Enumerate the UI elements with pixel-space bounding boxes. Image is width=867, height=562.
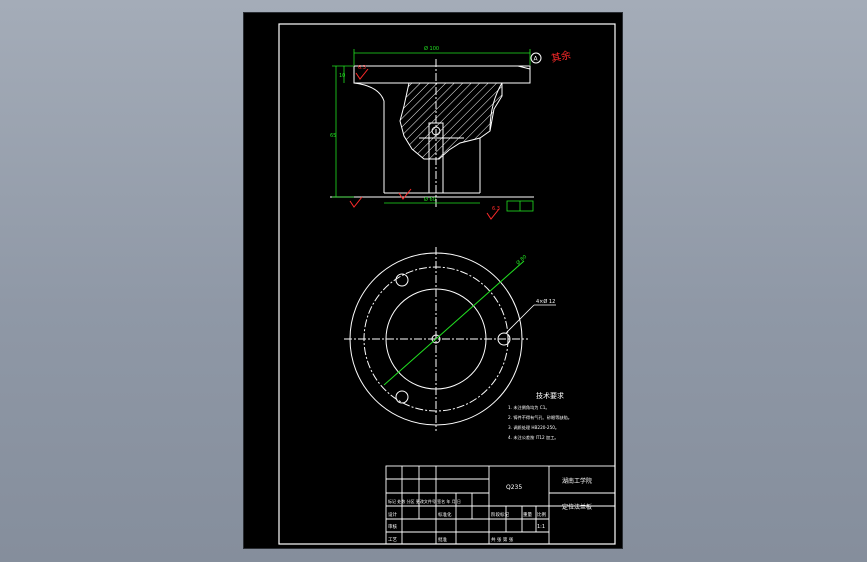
- notes-title: 技术要求: [536, 391, 564, 400]
- datum-circle: [530, 52, 542, 64]
- designer-label: 设计: [388, 511, 397, 518]
- height-dim-text: 65: [330, 133, 336, 139]
- right-roughness-text: 6.3: [492, 206, 500, 212]
- stage-label: 阶段标记: [491, 511, 509, 518]
- note-line-1: 1. 未注倒角均为 C1。: [508, 404, 550, 411]
- weight-label: 重量: [523, 511, 532, 518]
- title-block: [385, 465, 616, 545]
- process-label: 工艺: [388, 537, 397, 543]
- drawing-sheet: Ø 100 Ø 60 65 10 A 其余 6.3 6.3 Ø 80 4×Ø 1…: [244, 13, 622, 548]
- bolt-callout-top: 4×Ø 12: [536, 298, 555, 305]
- review-label: 审核: [388, 523, 397, 530]
- part-name: 定位法兰板: [562, 503, 592, 511]
- note-line-2: 2. 铸件不得有气孔、砂眼等缺陷。: [508, 414, 572, 421]
- section-view: [330, 59, 534, 209]
- sheet-count: 共 张 第 张: [491, 536, 514, 543]
- bolt-hole-1: [395, 273, 409, 287]
- roughness-marks: [349, 68, 500, 220]
- hub-right-wall: [489, 82, 503, 132]
- note-line-3: 3. 调质处理 HB220-250。: [508, 424, 559, 431]
- material-text: Q235: [506, 484, 522, 491]
- hatched-section: [399, 82, 503, 160]
- hub-body: [353, 82, 385, 193]
- revision-row: 标记 处数 分区 更改文件号 签名 年 月 日: [388, 498, 461, 504]
- red-annotation: 其余: [550, 48, 572, 65]
- school-name: 湖南工学院: [562, 477, 592, 485]
- bottom-dim-text: Ø 60: [424, 196, 436, 203]
- left-roughness-text: 6.3: [358, 65, 366, 71]
- standard-label: 标准化: [438, 511, 452, 518]
- diameter-leader: [383, 260, 525, 386]
- scale-label: 比例: [537, 511, 546, 518]
- dimensions: [332, 49, 534, 212]
- approve-label: 批准: [438, 536, 447, 543]
- top-dim-text: Ø 100: [424, 45, 439, 52]
- flange-dim-text: 10: [339, 73, 345, 79]
- flange-outline: [353, 65, 531, 84]
- datum-label: A: [534, 56, 539, 63]
- bolt-callout-bottom: Ø 80: [515, 253, 529, 266]
- cad-drawing: Ø 100 Ø 60 65 10 A 其余 6.3 6.3 Ø 80 4×Ø 1…: [278, 23, 616, 545]
- bolt-hole-3: [395, 390, 409, 404]
- hole-leader: [505, 304, 535, 334]
- scale-value: 1:1: [537, 524, 545, 530]
- right-lip: [517, 65, 531, 83]
- note-line-4: 4. 未注公差按 IT12 加工。: [508, 434, 559, 441]
